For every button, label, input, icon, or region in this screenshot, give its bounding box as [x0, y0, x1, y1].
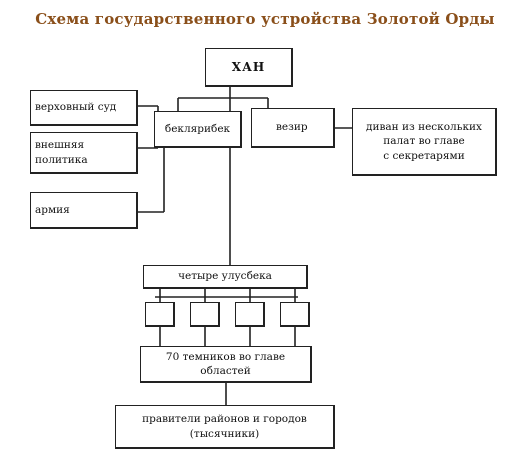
node-temniks-label: 70 темников во главе областей: [165, 350, 286, 377]
node-ulus-2: [190, 302, 220, 327]
node-beklyaribek: беклярибек: [154, 111, 242, 148]
node-ulus-3: [235, 302, 265, 327]
node-foreign-policy-label: внешняя политика: [35, 139, 88, 166]
node-rulers: правители районов и городов (тысячники): [115, 405, 335, 449]
node-ulusbeks: четыре улусбека: [143, 265, 308, 289]
node-foreign-policy: внешняя политика: [30, 132, 138, 174]
node-vizier-label: везир: [276, 121, 308, 134]
diagram-title: Схема государственного устройства Золото…: [35, 10, 495, 28]
node-ulus-1: [145, 302, 175, 327]
node-khan: ХАН: [205, 48, 293, 87]
node-rulers-label: правители районов и городов (тысячники): [142, 413, 307, 440]
node-supreme-court-label: верховный суд: [35, 101, 117, 114]
node-beklyaribek-label: беклярибек: [164, 122, 231, 135]
node-supreme-court: верховный суд: [30, 90, 138, 126]
node-ulus-4: [280, 302, 310, 327]
node-vizier: везир: [251, 108, 335, 148]
node-divan-label: диван из нескольких палат во главе с сек…: [366, 121, 482, 162]
node-army-label: армия: [35, 203, 70, 216]
node-divan: диван из нескольких палат во главе с сек…: [352, 108, 497, 176]
node-army: армия: [30, 192, 138, 229]
node-temniks: 70 темников во главе областей: [140, 346, 312, 383]
node-ulusbeks-label: четыре улусбека: [178, 270, 272, 283]
node-khan-label: ХАН: [231, 59, 266, 74]
